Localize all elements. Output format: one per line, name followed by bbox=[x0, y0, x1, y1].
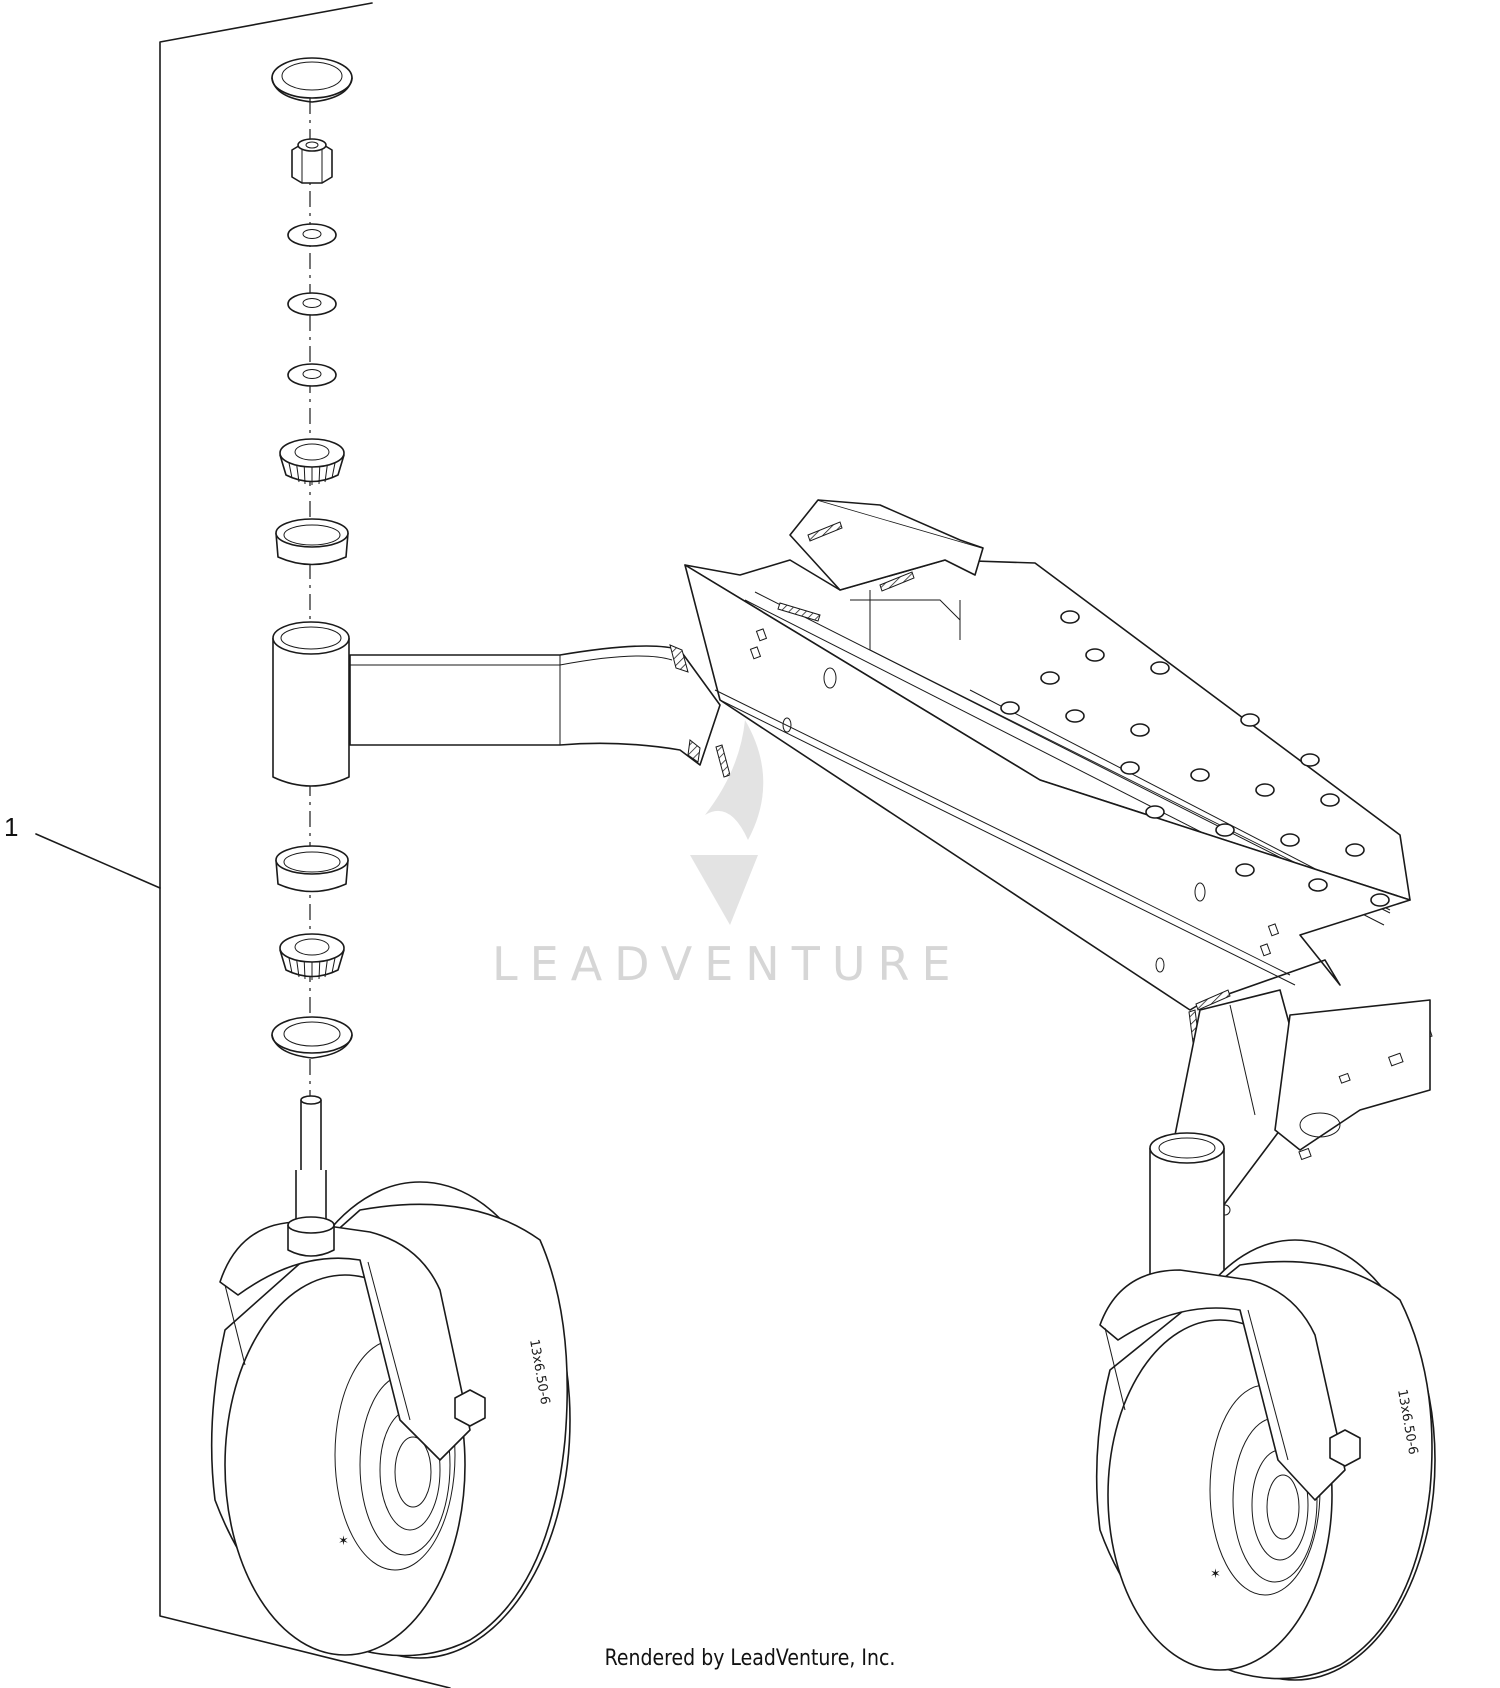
dust-seal-lower bbox=[271, 1016, 353, 1059]
left-caster-fork bbox=[219, 1221, 486, 1461]
lock-nut bbox=[291, 138, 333, 184]
right-spindle-housing bbox=[1149, 1132, 1225, 1288]
watermark-logo bbox=[690, 720, 764, 925]
left-tire-star-mark: ✶ bbox=[338, 1534, 349, 1549]
right-caster-fork bbox=[1099, 1269, 1361, 1501]
assembly-bracket bbox=[159, 2, 451, 1688]
bearing-race-lower bbox=[275, 845, 349, 893]
washer-1 bbox=[287, 223, 337, 247]
dust-cap bbox=[271, 57, 353, 103]
right-tire-star-mark: ✶ bbox=[1210, 1567, 1221, 1582]
left-axle-arm bbox=[339, 644, 721, 766]
deck-perforations bbox=[1000, 610, 1390, 907]
bearing-race-upper bbox=[275, 518, 349, 566]
callout-leader-line bbox=[35, 833, 161, 889]
watermark-brand-text: LEADVENTURE bbox=[492, 937, 963, 991]
washer-3 bbox=[287, 363, 337, 387]
watermark: LEADVENTURE bbox=[492, 720, 963, 991]
callout-label-1: 1 bbox=[4, 812, 19, 842]
tapered-bearing-lower bbox=[279, 933, 345, 980]
left-spindle-housing bbox=[272, 621, 350, 787]
washer-2 bbox=[287, 292, 337, 316]
left-spindle-shaft bbox=[287, 1095, 335, 1257]
front-axle-frame bbox=[684, 499, 1433, 1118]
tapered-bearing-upper bbox=[279, 438, 345, 485]
footer-rendered-by: Rendered by LeadVenture, Inc. bbox=[604, 1646, 896, 1671]
